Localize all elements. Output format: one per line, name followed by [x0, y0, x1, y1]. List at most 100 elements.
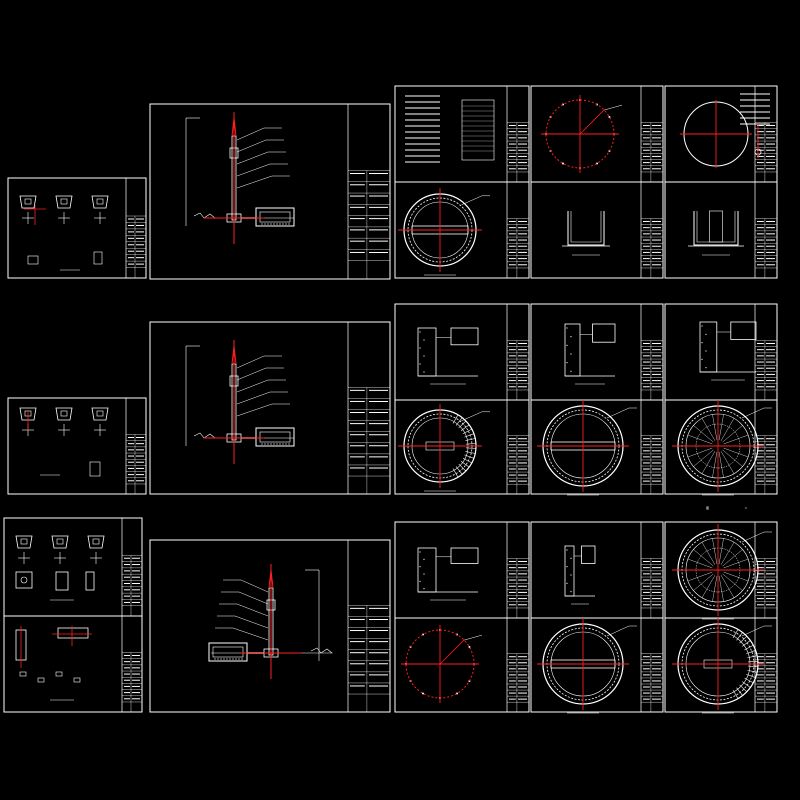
drawing-sheet: [394, 399, 530, 495]
valve-chamber: [208, 642, 248, 662]
leader-line: [236, 139, 267, 153]
rebar-dot: [423, 355, 425, 357]
sheet-border: [664, 399, 778, 495]
gravel-dot: [232, 658, 234, 660]
wall-section: [417, 327, 479, 385]
tank-plan: [677, 405, 772, 496]
radial-rib: [693, 425, 714, 443]
drawing-detail-layer: [15, 93, 772, 714]
rebar-dot: [419, 551, 421, 553]
sector-tick: [736, 687, 743, 696]
leader-line: [236, 127, 265, 141]
gravel-dot: [279, 443, 281, 445]
symbol-box: [55, 671, 63, 677]
symbol-box: [15, 571, 33, 589]
gravel-dot: [261, 223, 263, 225]
sector-tick: [744, 677, 754, 684]
sector-tick: [464, 433, 474, 438]
leader-line: [603, 104, 623, 111]
drawing-sheet: [530, 181, 664, 279]
sheet-border: [7, 397, 147, 495]
leader-line: [236, 391, 271, 405]
rebar-dot: [423, 339, 425, 341]
valve-chamber-inner: [259, 431, 291, 443]
component-details: [19, 407, 109, 436]
gravel-dot: [235, 658, 237, 660]
sector-tick: [742, 640, 751, 647]
tank-plan: [677, 623, 772, 714]
drawing-sheet: [664, 181, 778, 279]
gravel-dot: [264, 223, 266, 225]
radial-rib: [722, 573, 743, 591]
sector-tick: [460, 424, 470, 431]
sheet-label: 图: [706, 506, 710, 510]
component-body: [19, 195, 37, 209]
sheet-border: [3, 615, 143, 713]
symbol-box: [93, 251, 103, 265]
leader-line: [234, 615, 269, 629]
rebar-dot: [419, 580, 421, 582]
component-details: [15, 535, 105, 564]
radial-rib: [701, 451, 716, 474]
rebar-dot: [705, 333, 707, 335]
sheet-border: [149, 539, 391, 713]
sheet-border: [664, 303, 778, 401]
rebar-dot: [570, 353, 572, 355]
gravel-dot: [267, 443, 269, 445]
rebar-dot: [419, 566, 421, 568]
wall-left: [564, 323, 581, 377]
symbol-box: [89, 461, 101, 477]
gravel-dot: [285, 223, 287, 225]
wall-section: [564, 323, 616, 385]
tank-plan: [542, 623, 637, 714]
drawing-sheet: [530, 303, 664, 401]
rebar-dot: [419, 363, 421, 365]
symbol-box: [55, 571, 69, 591]
rebar-dot: [705, 367, 707, 369]
component-core: [92, 538, 100, 545]
symbol-box: [85, 571, 95, 591]
channel-outline: [567, 211, 605, 246]
radius-line: [439, 639, 465, 665]
gravel-dot: [238, 658, 240, 660]
drawing-sheet: [149, 539, 391, 713]
valve-chamber-inner: [212, 646, 244, 658]
component-core: [24, 198, 32, 205]
radial-rib: [693, 449, 714, 467]
sector-tick: [742, 681, 751, 688]
radial-rib: [712, 538, 718, 565]
sheet-border: [149, 321, 391, 495]
drawing-sheet: [530, 399, 664, 495]
sheet-border: [530, 303, 664, 401]
drawing-sheet: [664, 617, 778, 713]
gravel-dot: [270, 443, 272, 445]
sector-tick: [462, 457, 472, 464]
gravel-dot: [220, 658, 222, 660]
rebar-dot: [419, 331, 421, 333]
beam-detail: [57, 627, 89, 639]
gravel-dot: [288, 223, 290, 225]
sheet-border: [530, 617, 664, 713]
gravel-dot: [229, 658, 231, 660]
leader-line: [606, 625, 630, 637]
gravel-dot: [282, 443, 284, 445]
rebar-dot: [423, 588, 425, 590]
rebar-dot: [566, 566, 568, 568]
slab-block: [730, 321, 757, 340]
gravel-dot: [214, 658, 216, 660]
sheet-border: [664, 181, 778, 279]
gravel-dot: [273, 223, 275, 225]
radial-rib: [712, 575, 718, 602]
leader-line: [463, 634, 483, 641]
bolt-hole: [562, 162, 564, 165]
sector-tick: [462, 428, 472, 435]
leader-line: [741, 531, 765, 543]
leader-line: [236, 367, 267, 381]
sector-tick: [732, 689, 739, 699]
component-core: [96, 410, 104, 417]
rebar-dot: [570, 591, 572, 593]
tank-plan: [542, 405, 637, 496]
rebar-dot: [701, 342, 703, 344]
radial-rib: [712, 414, 718, 441]
sheet-border: [530, 521, 664, 619]
